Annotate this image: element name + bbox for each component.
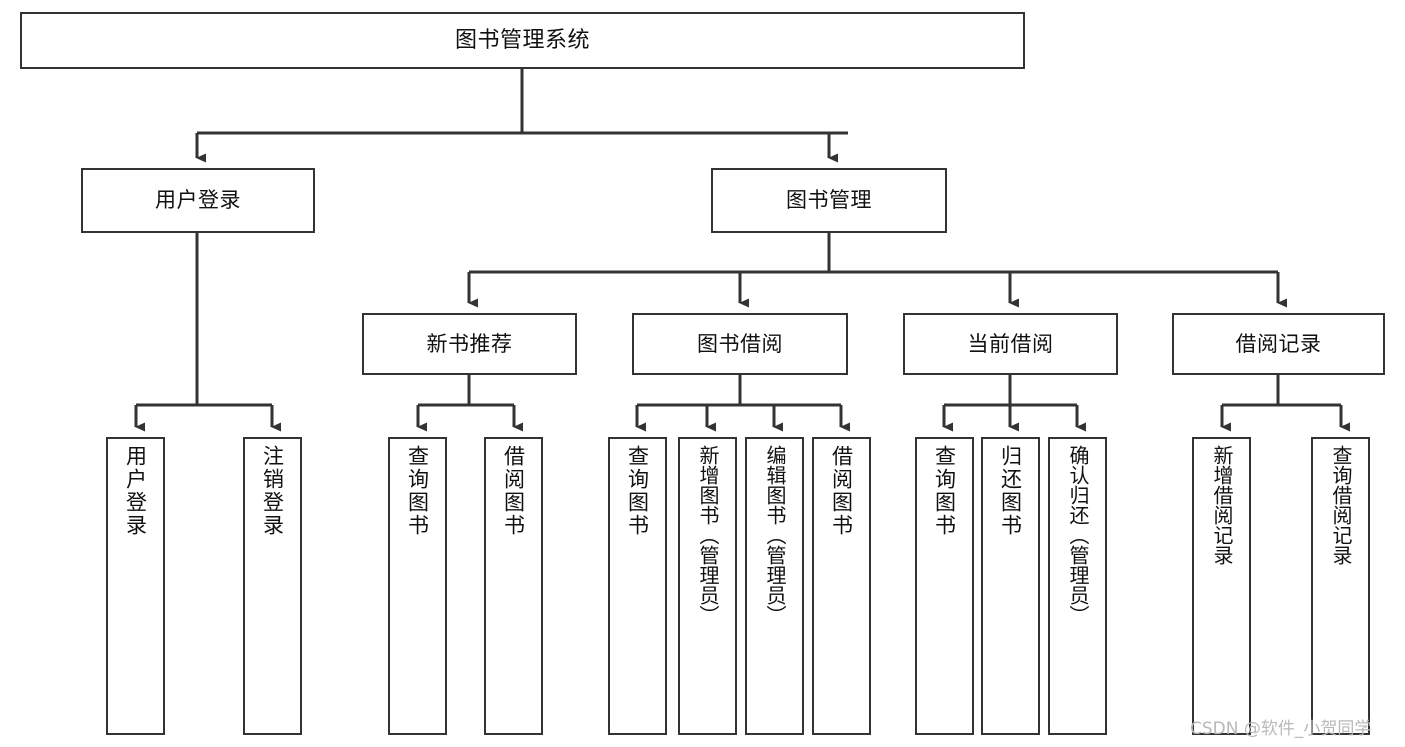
- node-label: 查询图书: [625, 445, 650, 537]
- node-new-book-recommend[interactable]: 新书推荐: [362, 313, 577, 375]
- node-root-book-management-system[interactable]: 图书管理系统: [20, 12, 1025, 69]
- node-label: 注销登录: [260, 445, 285, 537]
- node-label: 当前借阅: [967, 331, 1054, 356]
- node-label: 新书推荐: [426, 331, 513, 356]
- leaf-borrow-borrow-book[interactable]: 借阅图书: [812, 437, 871, 735]
- node-book-borrow[interactable]: 图书借阅: [632, 313, 848, 375]
- node-label: 查询借阅记录: [1329, 445, 1353, 565]
- node-label: 新增借阅记录: [1210, 445, 1234, 565]
- node-label: 确认归还（管理员）: [1066, 445, 1090, 625]
- node-label: 借阅图书: [829, 445, 854, 537]
- node-user-login[interactable]: 用户登录: [81, 168, 315, 233]
- node-label: 查询图书: [932, 445, 957, 537]
- node-label: 借阅记录: [1235, 331, 1322, 356]
- node-label: 借阅图书: [501, 445, 526, 537]
- node-borrow-record[interactable]: 借阅记录: [1172, 313, 1385, 375]
- node-label: 图书管理系统: [454, 27, 590, 53]
- node-current-borrow[interactable]: 当前借阅: [903, 313, 1118, 375]
- node-label: 图书借阅: [697, 331, 783, 356]
- node-label: 新增图书（管理员）: [696, 445, 720, 625]
- leaf-record-query-borrow-record[interactable]: 查询借阅记录: [1311, 437, 1370, 735]
- leaf-recommend-borrow-book[interactable]: 借阅图书: [484, 437, 543, 735]
- leaf-current-return-book[interactable]: 归还图书: [981, 437, 1040, 735]
- node-label: 查询图书: [405, 445, 430, 537]
- leaf-current-query-book[interactable]: 查询图书: [915, 437, 974, 735]
- node-label: 归还图书: [998, 445, 1023, 537]
- node-label: 图书管理: [786, 188, 872, 213]
- leaf-borrow-add-book-admin[interactable]: 新增图书（管理员）: [678, 437, 737, 735]
- leaf-record-add-borrow-record[interactable]: 新增借阅记录: [1192, 437, 1251, 735]
- csdn-watermark: CSDN @软件_小贺同学: [1190, 719, 1372, 739]
- node-label: 用户登录: [155, 188, 241, 213]
- node-label: 用户登录: [123, 445, 148, 537]
- leaf-current-confirm-return-admin[interactable]: 确认归还（管理员）: [1048, 437, 1107, 735]
- leaf-borrow-query-book[interactable]: 查询图书: [608, 437, 667, 735]
- leaf-borrow-edit-book-admin[interactable]: 编辑图书（管理员）: [745, 437, 804, 735]
- leaf-user-login-logout[interactable]: 注销登录: [243, 437, 302, 735]
- node-book-management[interactable]: 图书管理: [711, 168, 947, 233]
- leaf-user-login-login[interactable]: 用户登录: [106, 437, 165, 735]
- leaf-recommend-query-book[interactable]: 查询图书: [388, 437, 447, 735]
- node-label: 编辑图书（管理员）: [763, 445, 787, 625]
